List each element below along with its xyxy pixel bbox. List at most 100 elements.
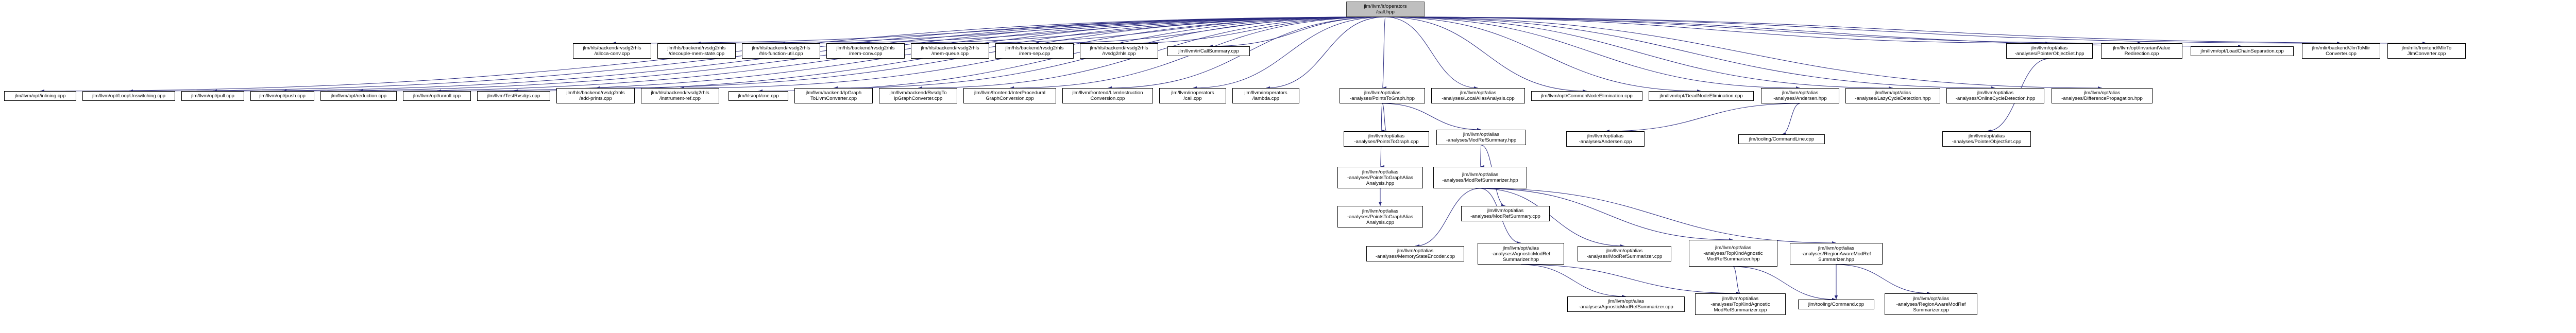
graph-node[interactable]: jlm/llvm/opt/alias -analyses/ModRefSumma… — [1578, 246, 1671, 261]
graph-node[interactable]: jlm/llvm/opt/pull.cpp — [181, 91, 244, 101]
graph-node-label: jlm/llvm/opt/alias -analyses/RegionAware… — [1801, 245, 1871, 262]
graph-node-label: jlm/llvm/opt/push.cpp — [259, 93, 306, 99]
graph-node[interactable]: jlm/hls/backend/rvsdg2rhls /add-prints.c… — [556, 88, 635, 103]
graph-node[interactable]: jlm/llvm/opt/alias -analyses/TopKindAgno… — [1689, 240, 1777, 267]
graph-node[interactable]: jlm/hls/backend/rvsdg2rhls /instrument-r… — [641, 88, 719, 103]
graph-node[interactable]: jlm/hls/backend/rvsdg2rhls /rvsdg2rhls.c… — [1080, 43, 1158, 59]
graph-node[interactable]: jlm/tooling/Command.cpp — [1798, 300, 1874, 309]
graph-edge — [1605, 103, 1801, 133]
graph-edge — [1733, 266, 1741, 295]
graph-node[interactable]: jlm/llvm/opt/alias -analyses/AgnosticMod… — [1567, 296, 1685, 312]
graph-node[interactable]: jlm/llvm/opt/alias -analyses/ModRefSumma… — [1461, 206, 1550, 221]
graph-node-label: jlm/llvm/opt/alias -analyses/OnlineCycle… — [1955, 90, 2036, 101]
graph-edge — [1385, 16, 1587, 93]
graph-node[interactable]: jlm/mlir/frontend/MlirTo JlmConverter.cp… — [2387, 43, 2466, 59]
graph-node-label: jlm/llvm/ir/operators /lambda.cpp — [1244, 90, 1287, 101]
graph-edge — [1385, 16, 2342, 45]
graph-node[interactable]: jlm/llvm/backend/RvsdgTo IpGraphConverte… — [879, 88, 957, 103]
graph-edge — [1385, 16, 1801, 90]
graph-node-label: jlm/llvm/opt/alias -analyses/ModRefSumma… — [1442, 172, 1518, 183]
graph-edge — [1836, 264, 1931, 295]
graph-node[interactable]: jlm/llvm/opt/alias -analyses/ModRefSumma… — [1436, 130, 1526, 145]
graph-node[interactable]: jlm/llvm/ir/CallSummary.cpp — [1167, 46, 1250, 56]
graph-node-label: jlm/llvm/opt/alias -analyses/AgnosticMod… — [1491, 245, 1551, 262]
graph-node[interactable]: jlm/hls/backend/rvsdg2rhls /alloca-conv.… — [573, 43, 651, 59]
graph-node-label: jlm/hls/backend/rvsdg2rhls /hls-function… — [752, 45, 810, 57]
graph-node[interactable]: jlm/hls/backend/rvsdg2rhls /mem-queue.cp… — [911, 43, 989, 59]
graph-node[interactable]: jlm/llvm/opt/unroll.cpp — [403, 91, 471, 101]
graph-node[interactable]: jlm/llvm/opt/InvariantValue Redirection.… — [2101, 43, 2182, 59]
graph-node[interactable]: jlm/llvm/opt/LoopUnswitching.cpp — [82, 91, 175, 101]
graph-edge — [781, 16, 1386, 45]
graph-node[interactable]: jlm/llvm/opt/CommonNodeElimination.cpp — [1531, 91, 1642, 101]
graph-node[interactable]: jlm/mlir/backend/JlmToMlir Converter.cpp — [2302, 43, 2380, 59]
graph-node[interactable]: jlm/llvm/opt/alias -analyses/DifferenceP… — [2052, 88, 2153, 103]
graph-edge — [1265, 16, 1386, 90]
graph-node[interactable]: jlm/llvm/opt/alias -analyses/PointsToGra… — [1340, 88, 1425, 103]
graph-node[interactable]: jlm/llvm/opt/alias -analyses/ModRefSumma… — [1433, 167, 1527, 188]
graph-node-label: jlm/llvm/TestRvsdgs.cpp — [487, 93, 540, 99]
graph-node-label: jlm/llvm/opt/alias -analyses/TopKindAgno… — [1710, 295, 1770, 313]
graph-edge — [1034, 16, 1386, 45]
graph-node[interactable]: jlm/llvm/frontend/InterProcedural GraphC… — [963, 88, 1056, 103]
graph-node[interactable]: jlm/llvm/opt/alias -analyses/OnlineCycle… — [1946, 88, 2044, 103]
graph-node-label: jlm/llvm/opt/CommonNodeElimination.cpp — [1541, 93, 1633, 99]
graph-node[interactable]: jlm/hls/backend/rvsdg2rhls /mem-sep.cpp — [995, 43, 1074, 59]
graph-node[interactable]: jlm/hls/opt/cne.cpp — [728, 91, 788, 101]
graph-node-label: jlm/llvm/opt/unroll.cpp — [413, 93, 461, 99]
graph-node[interactable]: jlm/hls/backend/rvsdg2rhls /hls-function… — [742, 43, 820, 59]
graph-node[interactable]: jlm/llvm/opt/DeadNodeElimination.cpp — [1649, 91, 1754, 101]
graph-node[interactable]: jlm/llvm/opt/alias -analyses/PointsToGra… — [1337, 167, 1423, 188]
graph-node[interactable]: jlm/llvm/opt/alias -analyses/PointsToGra… — [1344, 131, 1429, 147]
graph-node[interactable]: jlm/llvm/frontend/LlvmInstruction Conver… — [1062, 88, 1153, 103]
graph-node-label: jlm/llvm/opt/alias -analyses/LocalAliasA… — [1442, 90, 1515, 101]
graph-edge — [1385, 16, 2050, 45]
graph-edge — [1385, 16, 1996, 90]
graph-node-label: jlm/llvm/opt/alias -analyses/ModRefSumma… — [1446, 132, 1517, 143]
graph-edge — [1118, 16, 1386, 45]
graph-edge — [1385, 16, 2243, 48]
graph-node[interactable]: jlm/llvm/opt/alias -analyses/PointerObje… — [2006, 43, 2093, 59]
graph-node-root[interactable]: jlm/llvm/ir/operators /call.hpp — [1346, 2, 1425, 17]
graph-node[interactable]: jlm/llvm/ir/operators /lambda.cpp — [1232, 88, 1299, 103]
graph-node-label: jlm/llvm/opt/alias -analyses/Andersen.cp… — [1579, 133, 1632, 145]
graph-node-label: jlm/hls/backend/rvsdg2rhls /mem-queue.cp… — [921, 45, 979, 57]
graph-node-label: jlm/llvm/opt/alias -analyses/LazyCycleDe… — [1855, 90, 1931, 101]
graph-node-label: jlm/llvm/opt/alias -analyses/Andersen.hp… — [1773, 90, 1827, 101]
graph-node[interactable]: jlm/llvm/opt/alias -analyses/TopKindAgno… — [1695, 293, 1786, 315]
graph-node[interactable]: jlm/llvm/opt/alias -analyses/PointsToGra… — [1337, 206, 1423, 227]
graph-node-label: jlm/llvm/backend/IpGraph ToLlvmConverter… — [805, 90, 862, 101]
graph-node[interactable]: jlm/llvm/opt/inlining.cpp — [4, 91, 76, 101]
graph-node-label: jlm/llvm/opt/InvariantValue Redirection.… — [2113, 45, 2171, 57]
graph-edge — [1520, 264, 1626, 299]
graph-node[interactable]: jlm/tooling/CommandLine.cpp — [1738, 134, 1825, 144]
graph-node-label: jlm/llvm/frontend/InterProcedural GraphC… — [974, 90, 1046, 101]
graph-node[interactable]: jlm/llvm/TestRvsdgs.cpp — [477, 91, 550, 101]
graph-node[interactable]: jlm/llvm/backend/IpGraph ToLlvmConverter… — [794, 88, 873, 103]
graph-node-label: jlm/llvm/ir/CallSummary.cpp — [1178, 48, 1239, 54]
graph-node[interactable]: jlm/llvm/ir/operators /call.cpp — [1159, 88, 1226, 103]
graph-edge — [865, 16, 1386, 45]
graph-node-label: jlm/hls/backend/rvsdg2rhls /add-prints.c… — [566, 90, 625, 101]
graph-node[interactable]: jlm/hls/backend/rvsdg2rhls /mem-conv.cpp — [826, 43, 905, 59]
graph-node[interactable]: jlm/llvm/opt/alias -analyses/Andersen.cp… — [1566, 131, 1645, 147]
graph-node[interactable]: jlm/llvm/opt/reduction.cpp — [320, 91, 397, 101]
graph-node[interactable]: jlm/llvm/opt/push.cpp — [250, 91, 314, 101]
graph-node[interactable]: jlm/llvm/opt/alias -analyses/MemoryState… — [1366, 246, 1464, 261]
graph-node[interactable]: jlm/llvm/opt/alias -analyses/LazyCycleDe… — [1845, 88, 1940, 103]
graph-node[interactable]: jlm/llvm/opt/alias -analyses/RegionAware… — [1790, 243, 1883, 265]
graph-node[interactable]: jlm/llvm/opt/alias -analyses/LocalAliasA… — [1431, 88, 1525, 103]
graph-node-label: jlm/llvm/opt/alias -analyses/MemoryState… — [1375, 248, 1455, 259]
graph-edge — [1480, 145, 1485, 168]
graph-node[interactable]: jlm/llvm/opt/alias -analyses/RegionAware… — [1885, 293, 1977, 315]
graph-edge — [1385, 16, 2427, 45]
graph-node[interactable]: jlm/llvm/opt/alias -analyses/Andersen.hp… — [1761, 88, 1839, 103]
graph-node-label: jlm/llvm/opt/alias -analyses/PointsToGra… — [1347, 169, 1413, 186]
graph-node-label: jlm/hls/opt/cne.cpp — [738, 93, 779, 99]
graph-node[interactable]: jlm/llvm/opt/LoadChainSeparation.cpp — [2191, 46, 2294, 56]
graph-node[interactable]: jlm/llvm/opt/alias -analyses/PointerObje… — [1942, 131, 2031, 147]
graph-node[interactable]: jlm/llvm/opt/alias -analyses/AgnosticMod… — [1478, 243, 1564, 265]
graph-node[interactable]: jlm/hls/backend/rvsdg2rhls /decouple-mem… — [657, 43, 736, 59]
